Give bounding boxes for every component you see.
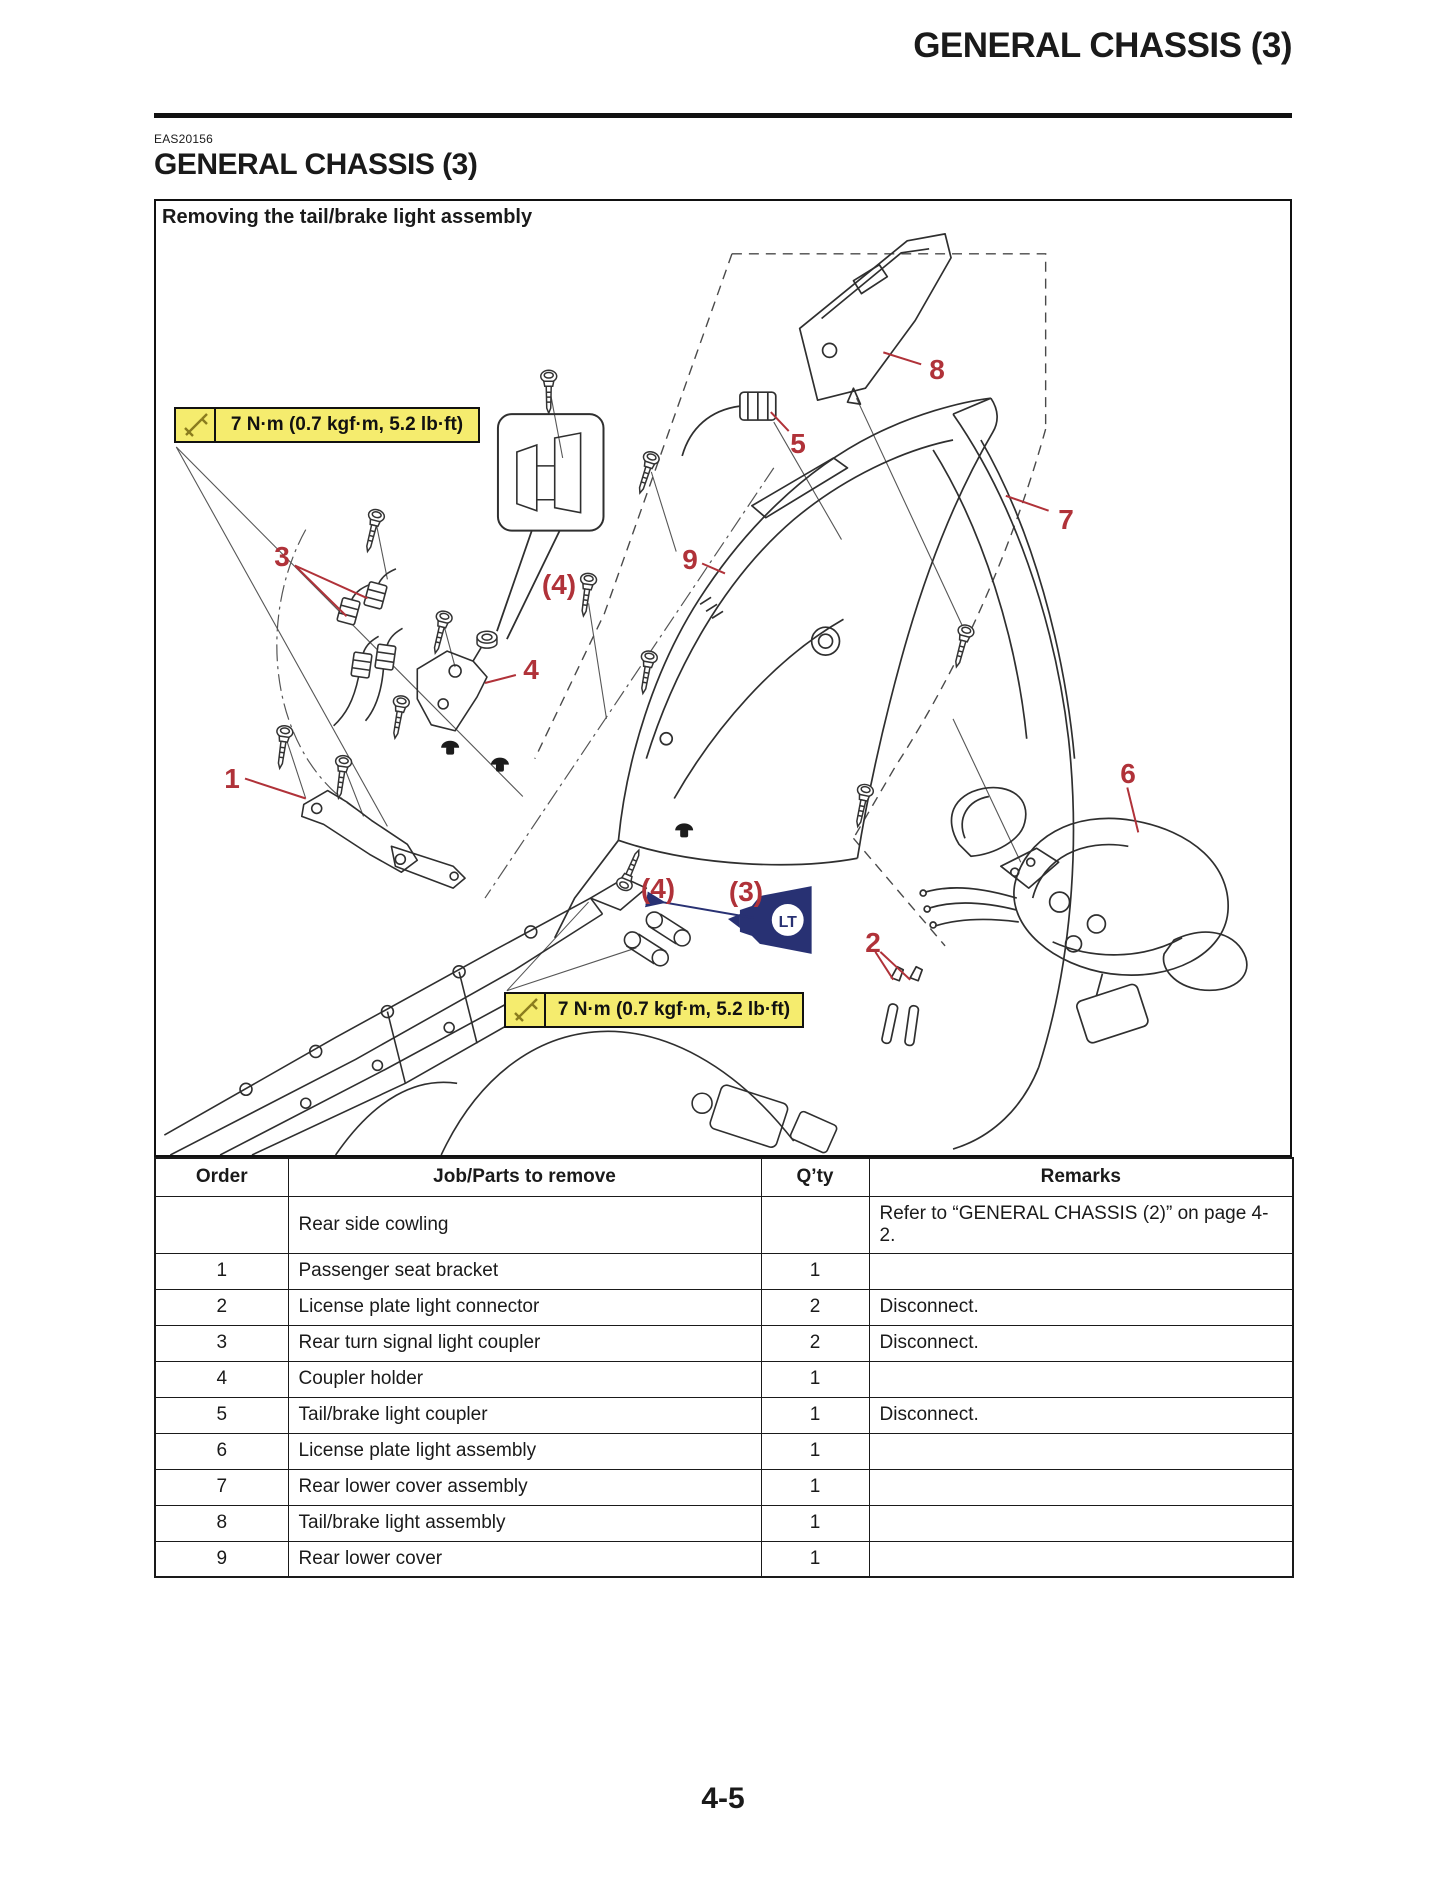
cell-order — [154, 1195, 289, 1254]
torque-value: 7 N·m (0.7 kgf·m, 5.2 lb·ft) — [557, 999, 791, 1020]
cell-order: 8 — [154, 1504, 289, 1542]
cell-job: Rear lower cover — [287, 1540, 762, 1578]
threadlocker-arrow — [645, 891, 755, 919]
cell-qty: 2 — [760, 1288, 870, 1326]
table-row: 6 License plate light assembly 1 — [154, 1432, 1294, 1470]
cell-job: Passenger seat bracket — [287, 1252, 762, 1290]
figure-caption: Removing the tail/brake light assembly — [162, 206, 533, 228]
callout-paren-4-upper: (4) — [541, 569, 577, 600]
cell-order: 1 — [154, 1252, 289, 1290]
cell-qty: 1 — [760, 1504, 870, 1542]
torque-wrench-icon — [506, 994, 546, 1026]
cell-order: 7 — [154, 1468, 289, 1506]
parts-table: Order Job/Parts to remove Q’ty Remarks R… — [154, 1157, 1294, 1578]
callout-8: 8 — [929, 354, 945, 385]
cell-job: Rear lower cover assembly — [287, 1468, 762, 1506]
callout-3: 3 — [274, 541, 290, 572]
cell-order: 2 — [154, 1288, 289, 1326]
cell-qty: 2 — [760, 1324, 870, 1362]
cell-qty: 1 — [760, 1252, 870, 1290]
fasteners-drawing — [271, 369, 976, 894]
running-header: GENERAL CHASSIS (3) — [913, 26, 1292, 65]
header-qty: Q’ty — [760, 1157, 870, 1197]
cell-qty: 1 — [760, 1540, 870, 1578]
callout-1: 1 — [224, 763, 240, 794]
section-title: GENERAL CHASSIS (3) — [154, 148, 478, 181]
table-row: Rear side cowling Refer to “GENERAL CHAS… — [154, 1195, 1294, 1254]
table-row: 9 Rear lower cover 1 — [154, 1540, 1294, 1578]
cell-remarks — [868, 1360, 1294, 1398]
table-row: 5 Tail/brake light coupler 1 Disconnect. — [154, 1396, 1294, 1434]
rear-cowling-drawing — [553, 397, 1076, 1150]
callout-2: 2 — [865, 927, 881, 958]
header-job: Job/Parts to remove — [287, 1157, 762, 1197]
exploded-diagram-figure: LT Removing the tail/brake light assembl… — [154, 199, 1292, 1157]
cell-job: Rear turn signal light coupler — [287, 1324, 762, 1362]
couplers-brackets-drawing — [300, 562, 691, 967]
torque-note-top: 7 N·m (0.7 kgf·m, 5.2 lb·ft) — [174, 407, 480, 443]
torque-value: 7 N·m (0.7 kgf·m, 5.2 lb·ft) — [230, 414, 464, 435]
cell-job: Tail/brake light coupler — [287, 1396, 762, 1434]
cell-order: 9 — [154, 1540, 289, 1578]
doc-code: EAS20156 — [154, 132, 213, 146]
cell-qty: 1 — [760, 1432, 870, 1470]
table-row: 2 License plate light connector 2 Discon… — [154, 1288, 1294, 1326]
callout-paren-3: (3) — [728, 876, 764, 907]
diagram-artwork: LT — [163, 233, 1248, 1155]
cell-job: Rear side cowling — [287, 1195, 762, 1254]
cell-remarks — [868, 1468, 1294, 1506]
threadlocker-label: LT — [779, 914, 798, 931]
callout-leader-lines — [244, 351, 1140, 981]
cell-qty: 1 — [760, 1468, 870, 1506]
torque-note-bottom: 7 N·m (0.7 kgf·m, 5.2 lb·ft) — [504, 992, 804, 1028]
cell-remarks: Disconnect. — [868, 1396, 1294, 1434]
cell-remarks — [868, 1252, 1294, 1290]
cell-order: 3 — [154, 1324, 289, 1362]
table-row: 3 Rear turn signal light coupler 2 Disco… — [154, 1324, 1294, 1362]
table-row: 8 Tail/brake light assembly 1 — [154, 1504, 1294, 1542]
page-number: 4-5 — [701, 1782, 745, 1815]
torque-wrench-icon — [176, 409, 216, 441]
cell-remarks — [868, 1540, 1294, 1578]
tail-light-assembly-drawing — [681, 233, 952, 457]
cell-remarks — [868, 1432, 1294, 1470]
cell-remarks: Disconnect. — [868, 1288, 1294, 1326]
cell-order: 4 — [154, 1360, 289, 1398]
threadlocker-tube-icon: LT — [645, 886, 812, 954]
table-header-row: Order Job/Parts to remove Q’ty Remarks — [154, 1157, 1294, 1197]
callout-4: 4 — [523, 654, 539, 685]
table-row: 7 Rear lower cover assembly 1 — [154, 1468, 1294, 1506]
table-row: 1 Passenger seat bracket 1 — [154, 1252, 1294, 1290]
cell-order: 6 — [154, 1432, 289, 1470]
dashed-boundary — [534, 253, 1047, 947]
license-plate-assembly-drawing — [881, 786, 1248, 1047]
cell-job: Tail/brake light assembly — [287, 1504, 762, 1542]
centerline-marks — [276, 467, 775, 899]
subframe-drawing — [163, 877, 838, 1155]
cell-job: Coupler holder — [287, 1360, 762, 1398]
callout-9: 9 — [682, 544, 698, 575]
callout-5: 5 — [790, 428, 806, 459]
table-row: 4 Coupler holder 1 — [154, 1360, 1294, 1398]
cell-remarks — [868, 1504, 1294, 1542]
cell-order: 5 — [154, 1396, 289, 1434]
callout-6: 6 — [1120, 758, 1136, 789]
header-remarks: Remarks — [868, 1157, 1294, 1197]
cell-job: License plate light assembly — [287, 1432, 762, 1470]
cell-remarks: Disconnect. — [868, 1324, 1294, 1362]
callout-paren-4-lower: (4) — [640, 873, 676, 904]
header-rule — [154, 113, 1292, 118]
cell-qty — [760, 1195, 870, 1254]
cell-remarks: Refer to “GENERAL CHASSIS (2)” on page 4… — [868, 1195, 1294, 1254]
header-order: Order — [154, 1157, 289, 1197]
callout-7: 7 — [1058, 504, 1074, 535]
cell-job: License plate light connector — [287, 1288, 762, 1326]
cell-qty: 1 — [760, 1396, 870, 1434]
cell-qty: 1 — [760, 1360, 870, 1398]
detail-bubble — [496, 413, 605, 640]
